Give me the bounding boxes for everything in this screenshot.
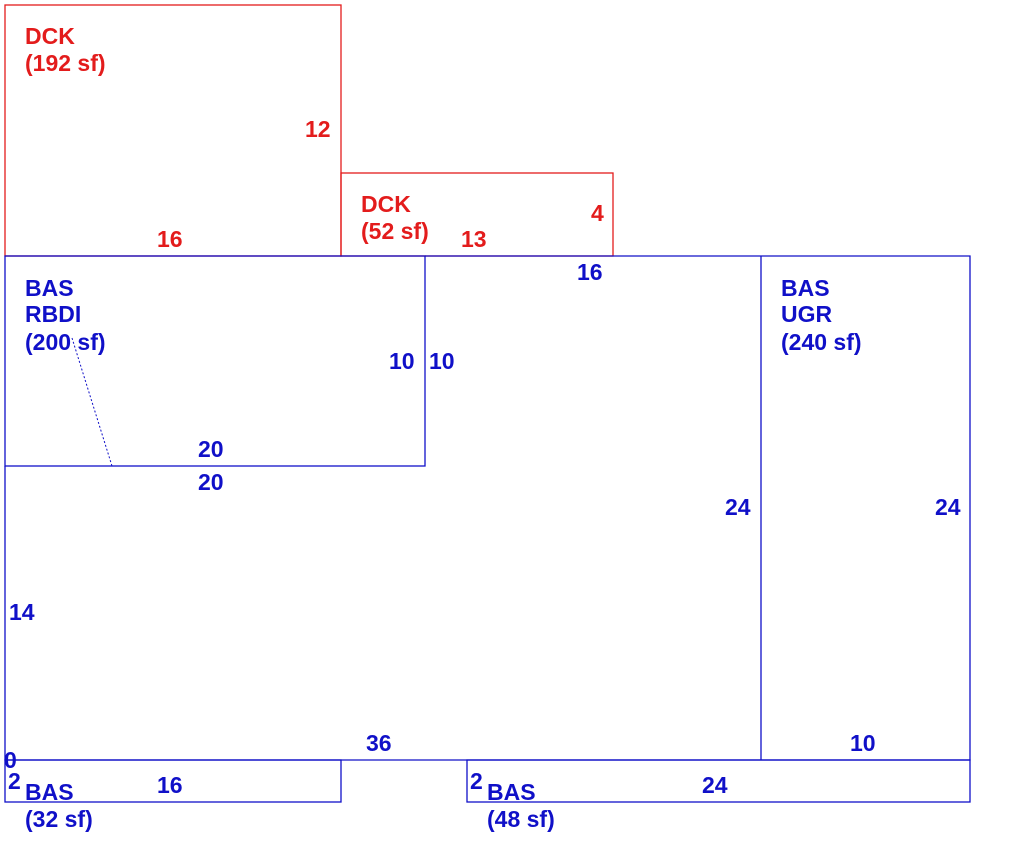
dim-dck-top-side: 12 xyxy=(305,116,331,142)
dck-small-code: DCK xyxy=(361,191,411,217)
dim-br-bottom: 24 xyxy=(702,772,728,798)
bas-br-area: (48 sf) xyxy=(487,806,555,832)
dck-top-area: (192 sf) xyxy=(25,50,106,76)
bas-left-room-outline xyxy=(4,255,426,467)
dim-bas-left-inner: 10 xyxy=(389,348,415,374)
bas-bottom-left-outline xyxy=(4,759,342,803)
bas-left-overlap-code: RBDI xyxy=(25,301,81,327)
bas-left-overlap-area: (200 sf) xyxy=(25,329,106,355)
dck-top-code: DCK xyxy=(25,23,75,49)
dim-main-left: 14 xyxy=(9,599,35,625)
dim-main-top-20: 20 xyxy=(198,469,224,495)
dim-dck-small-side: 4 xyxy=(591,200,604,226)
bas-left-code: BAS xyxy=(25,275,74,301)
dim-ugr-right: 24 xyxy=(935,494,961,520)
dck-small-area: (52 sf) xyxy=(361,218,429,244)
dim-top-mid: 16 xyxy=(577,259,603,285)
leader-line xyxy=(71,337,113,467)
bas-ugr-code: BAS xyxy=(781,275,830,301)
dim-bl-bottom: 16 xyxy=(157,772,183,798)
bas-bl-area: (32 sf) xyxy=(25,806,93,832)
dim-ugr-bottom: 10 xyxy=(850,730,876,756)
bas-ugr-area: (240 sf) xyxy=(781,329,862,355)
bas-ugr-sub: UGR xyxy=(781,301,833,327)
dim-bl-side: 2 xyxy=(8,768,21,794)
bas-bl-code: BAS xyxy=(25,779,74,805)
dim-dck-top-bottom: 16 xyxy=(157,226,183,252)
dim-corner-zero: 0 xyxy=(4,747,17,773)
bas-bottom-right-outline xyxy=(466,759,971,803)
dim-bas-left-bottom: 20 xyxy=(198,436,224,462)
dim-main-bottom: 36 xyxy=(366,730,392,756)
dim-ugr-left: 24 xyxy=(725,494,751,520)
bas-br-code: BAS xyxy=(487,779,536,805)
dim-br-side: 2 xyxy=(470,768,483,794)
dim-bas-left-outer: 10 xyxy=(429,348,455,374)
dim-dck-small-bottom: 13 xyxy=(461,226,487,252)
